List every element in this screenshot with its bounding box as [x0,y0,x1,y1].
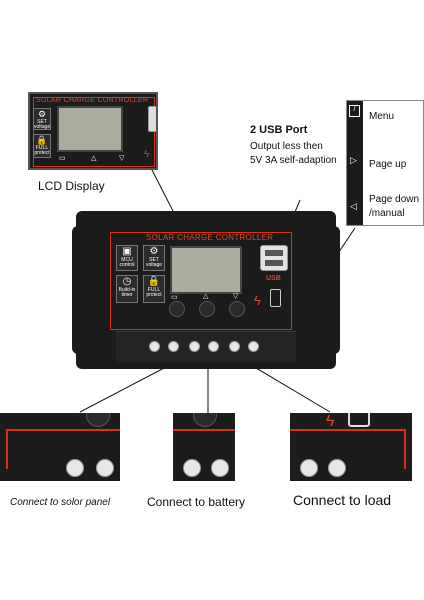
triangle-up-icon: △ [203,293,209,300]
mcu-control-tile: ▣ MCU control [116,245,138,271]
battery-icon: ▭ [171,294,178,301]
lcd-screen [57,106,123,152]
usb-ports[interactable] [260,245,288,271]
button-edge [193,413,217,427]
menu-icon: / [349,105,360,117]
red-line [6,429,8,469]
battery-icon: ▭ [59,155,66,162]
battery-terminal [211,459,229,477]
lock-icon: 🔒 [36,135,48,145]
load-positive-terminal[interactable] [229,341,240,352]
load-terminal [328,459,346,477]
full-protect-tile: 🔒 FULL protect [143,275,165,303]
solar-terminal [96,459,114,477]
solar-terminal [66,459,84,477]
timer-label: timer [121,292,133,299]
red-line [290,429,404,431]
battery-positive-terminal[interactable] [189,341,200,352]
button-callout: / ▷ ◁ Menu Page up Page down /manual [346,100,424,226]
lightning-icon: ϟ [144,149,150,160]
set-label: SET [149,257,159,263]
usb-title: 2 USB Port [250,124,308,136]
callout-title: SOLAR CHARGE CONTROLLER [36,97,149,104]
phone-icon [270,289,281,307]
button-edge [86,413,110,427]
menu-label: Menu [369,111,395,122]
menu-button[interactable] [169,301,185,317]
charge-controller: SOLAR CHARGE CONTROLLER ▣ MCU control ⚙ … [76,211,336,369]
red-frame [110,232,292,330]
button-strip [347,101,363,225]
voltage-label: voltage [145,262,163,269]
usb-desc-2: 5V 3A self-adaption [250,155,337,166]
usb-slot-edge [148,106,156,132]
red-line [173,429,235,431]
load-caption: Connect to load [293,492,392,508]
terminal-block [116,331,296,362]
gear-icon: ⚙ [149,246,159,257]
usb-slot[interactable] [265,250,283,256]
red-line [404,429,406,469]
triangle-up-icon: ▷ [350,155,357,165]
usb-slot[interactable] [265,260,283,266]
manual-label: /manual [369,208,405,219]
full-protect-tile: 🔒 FULL protect [33,134,51,158]
page-down-label: Page down [369,194,420,205]
full-label: FULL [35,145,49,151]
gear-icon: ⚙ [37,109,47,119]
triangle-down-icon: ▽ [119,155,125,162]
solar-positive-terminal[interactable] [149,341,160,352]
clock-icon: ◷ [122,276,132,287]
lock-icon: 🔒 [147,276,161,287]
protect-label: protect [34,150,50,157]
timer-tile: ◷ Build-in timer [116,275,138,303]
solar-detail [0,413,120,481]
lcd-screen [170,246,242,294]
button-row: ▭ △ ▽ [57,154,137,164]
voltage-label: voltage [34,124,51,131]
solar-negative-terminal[interactable] [168,341,179,352]
usb-label: USB [266,275,281,282]
battery-detail [173,413,235,481]
lightning-icon: ϟ [326,413,335,430]
protect-label: protect [146,292,162,299]
red-frame [33,97,155,167]
controller-title: SOLAR CHARGE CONTROLLER [146,233,274,242]
lightning-icon: ϟ [254,293,261,308]
load-detail: ϟ [290,413,412,481]
set-voltage-tile: ⚙ SET voltage [33,108,51,130]
lcd-zoom-callout: SOLAR CHARGE CONTROLLER ⚙ SET voltage 🔒 … [28,92,158,170]
chip-icon: ▣ [122,246,132,257]
mcu-label: MCU [121,257,133,263]
page-up-button[interactable] [199,301,215,317]
full-label: FULL [147,287,161,293]
red-line [6,429,120,431]
set-label: SET [37,119,47,125]
solar-caption: Connect to solor panel [10,497,111,508]
set-voltage-tile: ⚙ SET voltage [143,245,165,271]
battery-terminal [183,459,201,477]
battery-negative-terminal[interactable] [208,341,219,352]
page-up-label: Page up [369,159,407,170]
build-in-label: Build-in [118,287,136,293]
triangle-up-icon: △ [91,155,97,162]
control-label: control [119,262,135,269]
battery-caption: Connect to battery [147,495,246,509]
usb-desc-1: Output less then [250,141,323,152]
lcd-display-label: LCD Display [38,179,105,193]
triangle-down-icon: ◁ [350,201,357,211]
triangle-down-icon: ▽ [233,293,239,300]
load-terminal [300,459,318,477]
load-negative-terminal[interactable] [248,341,259,352]
phone-icon [348,413,370,427]
page-down-button[interactable] [229,301,245,317]
